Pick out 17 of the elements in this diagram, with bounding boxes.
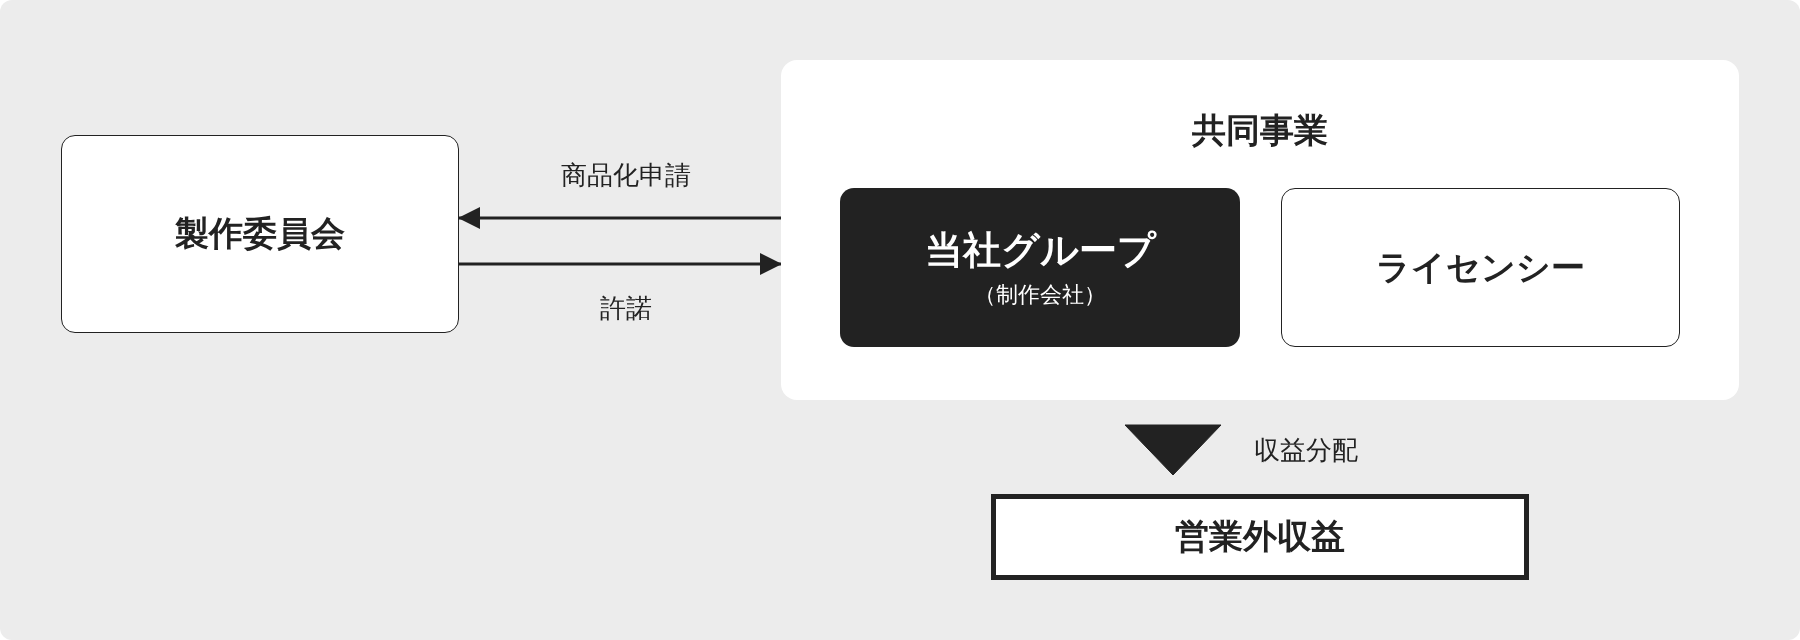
group-panel	[781, 60, 1739, 400]
edge-label: 商品化申請	[561, 158, 691, 192]
chevron-arrow	[1124, 424, 1222, 476]
process-box	[1281, 188, 1680, 347]
arrow	[458, 207, 781, 229]
edge-label: 許諾	[600, 291, 652, 325]
node-title: ライセンシー	[1376, 245, 1585, 289]
node-title: 営業外収益	[1175, 515, 1345, 558]
process-box	[840, 188, 1240, 347]
node-title: 当社グループ	[924, 227, 1156, 274]
arrow	[459, 253, 782, 275]
group-title: 共同事業	[1192, 109, 1328, 152]
node-title: 製作委員会	[175, 212, 345, 255]
node-subtitle: （制作会社）	[974, 281, 1106, 309]
edge-label: 収益分配	[1254, 433, 1358, 467]
result-box	[991, 494, 1529, 580]
process-box	[61, 135, 459, 333]
